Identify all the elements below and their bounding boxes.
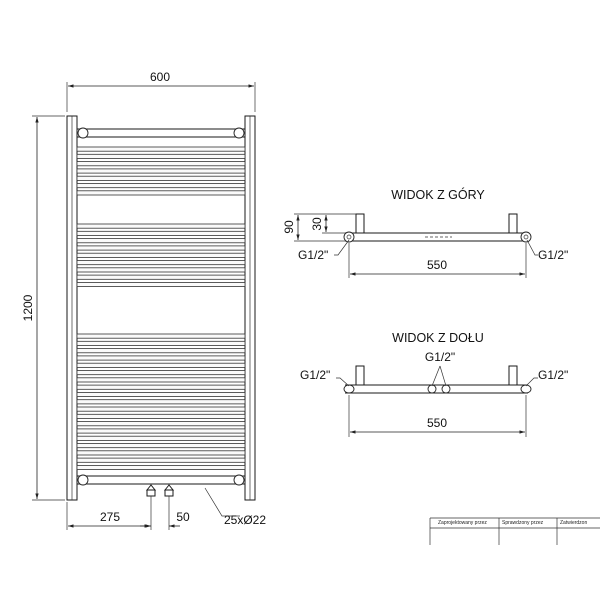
bottom-view: WIDOK Z DOŁU G1/2" G1/2" G1/2" 550 bbox=[300, 331, 568, 437]
height-label: 1200 bbox=[21, 294, 35, 321]
tube bbox=[76, 435, 246, 441]
tube bbox=[76, 355, 246, 361]
top-span-label: 550 bbox=[427, 258, 447, 272]
tube bbox=[76, 377, 246, 383]
bottom-center-thread: G1/2" bbox=[425, 350, 455, 364]
tube bbox=[76, 146, 246, 152]
bottom-span-label: 550 bbox=[427, 416, 447, 430]
bottom-view-title: WIDOK Z DOŁU bbox=[392, 331, 484, 345]
tube bbox=[76, 281, 246, 287]
tube bbox=[76, 252, 246, 258]
top-left-thread: G1/2" bbox=[298, 248, 328, 262]
top-offset-label: 30 bbox=[310, 217, 324, 231]
tube bbox=[76, 413, 246, 419]
tube bbox=[76, 245, 246, 251]
tube bbox=[76, 175, 246, 181]
top-right-thread: G1/2" bbox=[538, 248, 568, 262]
tube bbox=[76, 450, 246, 456]
tube bbox=[76, 370, 246, 376]
height-dimension: 1200 bbox=[21, 115, 65, 501]
top-depth-label: 90 bbox=[282, 220, 296, 234]
designed-by-label: Zaprojektowany przez bbox=[438, 520, 487, 526]
tube bbox=[76, 457, 246, 463]
front-view: 600 1200 275 50 25xØ22 bbox=[21, 70, 266, 530]
tube bbox=[76, 230, 246, 236]
tube bbox=[76, 153, 246, 159]
offset-dimension: 275 bbox=[66, 502, 150, 530]
tube bbox=[76, 421, 246, 427]
approved-by-label: Zatwierdzon bbox=[560, 520, 587, 526]
tube bbox=[76, 223, 246, 229]
tube bbox=[76, 406, 246, 412]
tube bbox=[76, 391, 246, 397]
tube bbox=[76, 190, 246, 196]
tube bbox=[76, 464, 246, 470]
top-view-title: WIDOK Z GÓRY bbox=[391, 187, 485, 202]
tube bbox=[76, 274, 246, 280]
tube bbox=[76, 267, 246, 273]
tube bbox=[76, 443, 246, 449]
width-dimension: 600 bbox=[66, 70, 256, 112]
tube bbox=[76, 168, 246, 174]
bottom-left-thread: G1/2" bbox=[300, 368, 330, 382]
tube bbox=[76, 362, 246, 368]
spacing-label: 50 bbox=[176, 510, 190, 524]
tube bbox=[76, 333, 246, 339]
tube bbox=[76, 260, 246, 266]
bottom-right-thread: G1/2" bbox=[538, 368, 568, 382]
tube bbox=[76, 399, 246, 405]
spacing-dimension: 50 bbox=[140, 510, 190, 528]
tube bbox=[76, 384, 246, 390]
horizontal-tubes bbox=[76, 146, 246, 470]
tubes-label: 25xØ22 bbox=[224, 513, 266, 527]
tube bbox=[76, 340, 246, 346]
tube bbox=[76, 348, 246, 354]
offset-label: 275 bbox=[100, 510, 120, 524]
tube bbox=[76, 183, 246, 189]
top-view: WIDOK Z GÓRY 90 30 G1/2" G1/2" 550 bbox=[282, 187, 568, 278]
width-label: 600 bbox=[150, 70, 170, 84]
bottom-cross-bar bbox=[77, 474, 245, 486]
tube bbox=[76, 238, 246, 244]
tube bbox=[76, 161, 246, 167]
top-cross-bar bbox=[77, 127, 245, 139]
checked-by-label: Sprawdzony przez bbox=[502, 520, 544, 526]
tube bbox=[76, 428, 246, 434]
bottom-valves bbox=[145, 484, 175, 530]
tubes-leader: 25xØ22 bbox=[204, 487, 266, 527]
title-block: Zaprojektowany przez Sprawdzony przez Za… bbox=[429, 517, 600, 545]
